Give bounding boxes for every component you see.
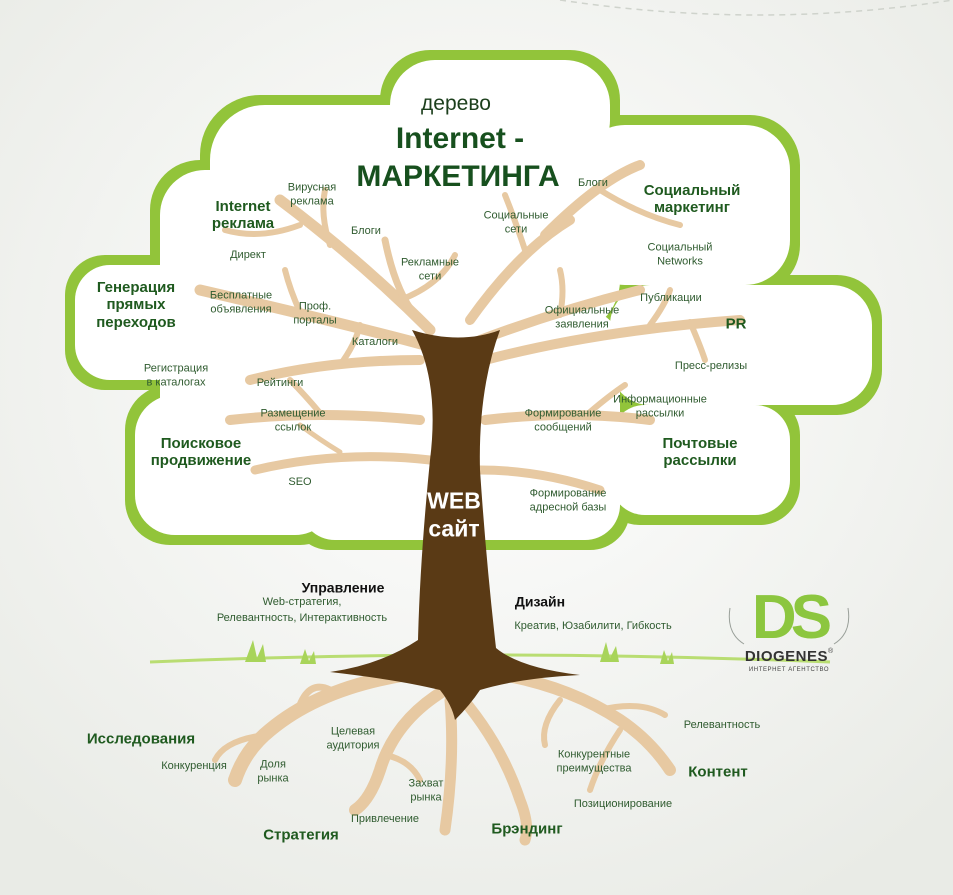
item-market-capture: Захват рынка (408, 777, 444, 803)
branches (194, 160, 745, 495)
category-branding: Брэндинг (491, 820, 563, 838)
design-desc: Креатив, Юзабилити, Гибкость (514, 620, 672, 633)
category-direct-traffic: Генерация прямых переходов (96, 279, 176, 331)
logo-mark-text: DS (752, 583, 830, 648)
item-social-networks-en: Социальный Networks (647, 241, 713, 267)
title-line-1: дерево (421, 91, 491, 115)
item-positioning: Позиционирование (573, 798, 673, 811)
management-title: Управление (301, 579, 385, 596)
item-target-audience: Целевая аудитория (326, 725, 380, 751)
item-official-statements: Официальные заявления (544, 304, 620, 330)
item-free-ads: Бесплатные объявления (209, 289, 273, 315)
item-info-mailings: Информационные рассылки (613, 393, 707, 419)
item-viral-ads: Вирусная реклама (287, 181, 337, 207)
item-prof-portals: Проф. порталы (293, 300, 337, 326)
category-social-marketing: Социальный маркетинг (643, 181, 741, 216)
item-competition: Конкуренция (161, 760, 227, 773)
item-seo: SEO (288, 476, 312, 489)
logo-name-row: DIOGENES® (724, 648, 854, 666)
logo: DS DIOGENES® ИНТЕРНЕТ АГЕНТСТВО (724, 578, 854, 678)
item-direct: Директ (230, 249, 266, 262)
category-strategy: Стратегия (263, 826, 339, 844)
item-link-placement: Размещение ссылок (260, 407, 326, 433)
category-mail: Почтовые рассылки (662, 434, 738, 469)
item-attraction: Привлечение (350, 813, 420, 826)
item-message-forming: Формирование сообщений (524, 407, 602, 433)
item-relevance: Релевантность (683, 719, 761, 732)
item-ratings: Рейтинги (256, 377, 304, 390)
item-market-share: Доля рынка (257, 758, 289, 784)
item-publications: Публикации (640, 292, 702, 305)
item-press-releases: Пресс-релизы (674, 360, 748, 373)
trunk-label: WEB сайт (427, 487, 481, 541)
category-research: Исследования (86, 730, 196, 748)
logo-mark: DS (728, 583, 850, 648)
design-title: Дизайн (514, 593, 566, 610)
category-search: Поисковое продвижение (150, 434, 252, 469)
item-ad-networks: Рекламные сети (400, 256, 460, 282)
item-catalog-registration: Регистрация в каталогах (143, 362, 209, 388)
category-content: Контент (688, 763, 748, 781)
logo-subtitle: ИНТЕРНЕТ АГЕНТСТВО (748, 667, 830, 673)
background-curve (559, 0, 953, 16)
item-blogs-left: Блоги (351, 225, 381, 238)
item-address-base: Формирование адресной базы (529, 487, 607, 513)
trunk (330, 330, 580, 720)
management-desc: Web-стратегия, Релевантность, Интерактив… (216, 596, 388, 624)
item-social-networks-ru: Социальные сети (483, 209, 549, 235)
item-competitive-advantages: Конкурентные преимущества (556, 748, 632, 774)
grass (245, 640, 674, 664)
title-line-2: Internet - (395, 121, 525, 155)
item-blogs-right: Блоги (578, 177, 608, 190)
category-internet-ads: Internet реклама (211, 197, 275, 232)
title-line-3: МАРКЕТИНГА (356, 159, 560, 193)
item-catalogs: Каталоги (351, 336, 399, 349)
logo-registered: ® (828, 648, 834, 655)
category-pr: PR (725, 315, 747, 333)
logo-name: DIOGENES (744, 648, 828, 665)
